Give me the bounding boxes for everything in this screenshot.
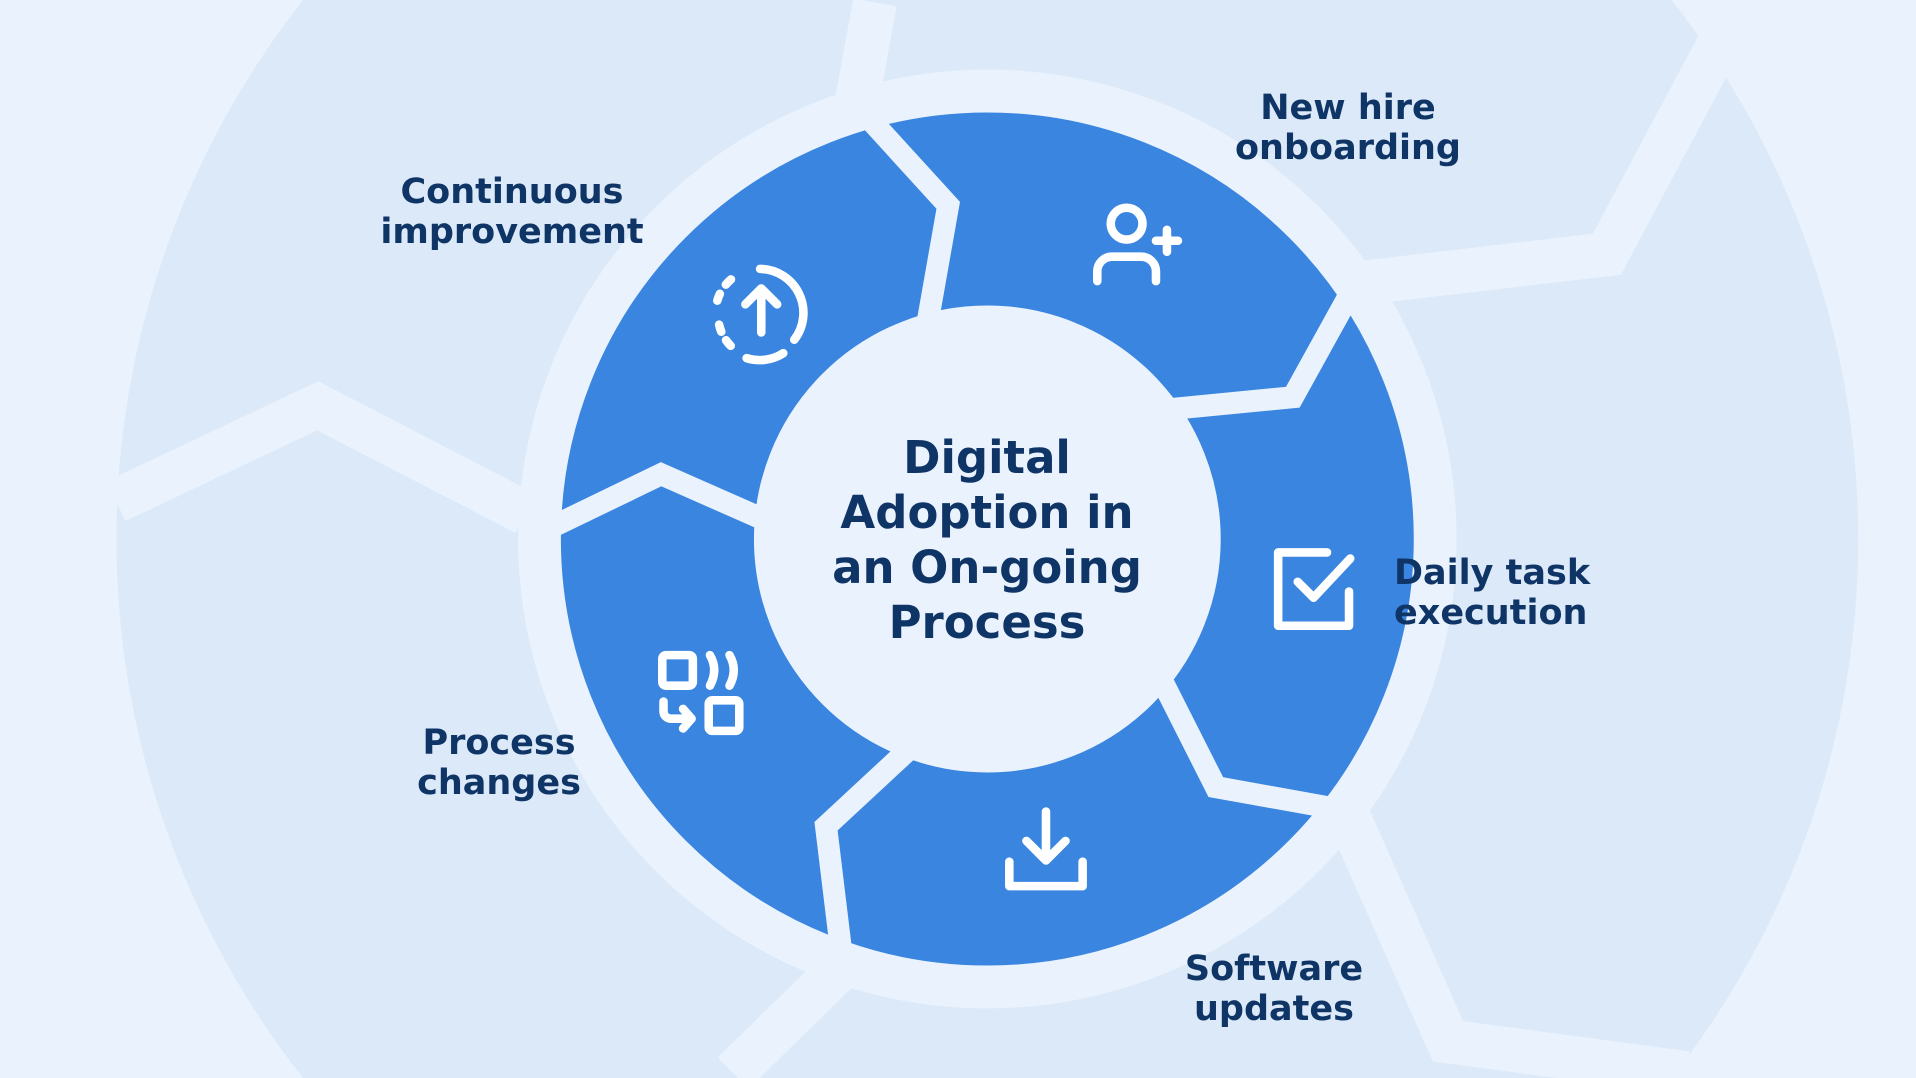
center-circle	[757, 309, 1218, 769]
download-icon	[1005, 807, 1087, 891]
checkbox-icon	[1273, 548, 1355, 631]
step-label-new-hire-onboarding: New hire onboarding	[1235, 88, 1461, 168]
workflow-icon	[658, 650, 744, 736]
step-label-software-updates: Software updates	[1184, 949, 1364, 1029]
step-label-daily-task-execution: Daily task execution	[1394, 553, 1591, 633]
diagram-title: Digital Adoption in an On-going Process	[832, 431, 1142, 649]
step-label-process-changes: Process changes	[417, 723, 581, 803]
process-ring-dividers	[545, 114, 1360, 949]
background-ring-dividers	[106, 0, 1743, 1078]
step-label-continuous-improvement: Continuous improvement	[380, 172, 644, 252]
refresh-up-icon	[713, 264, 808, 365]
user-plus-icon	[1093, 203, 1183, 286]
process-ring	[560, 112, 1414, 966]
